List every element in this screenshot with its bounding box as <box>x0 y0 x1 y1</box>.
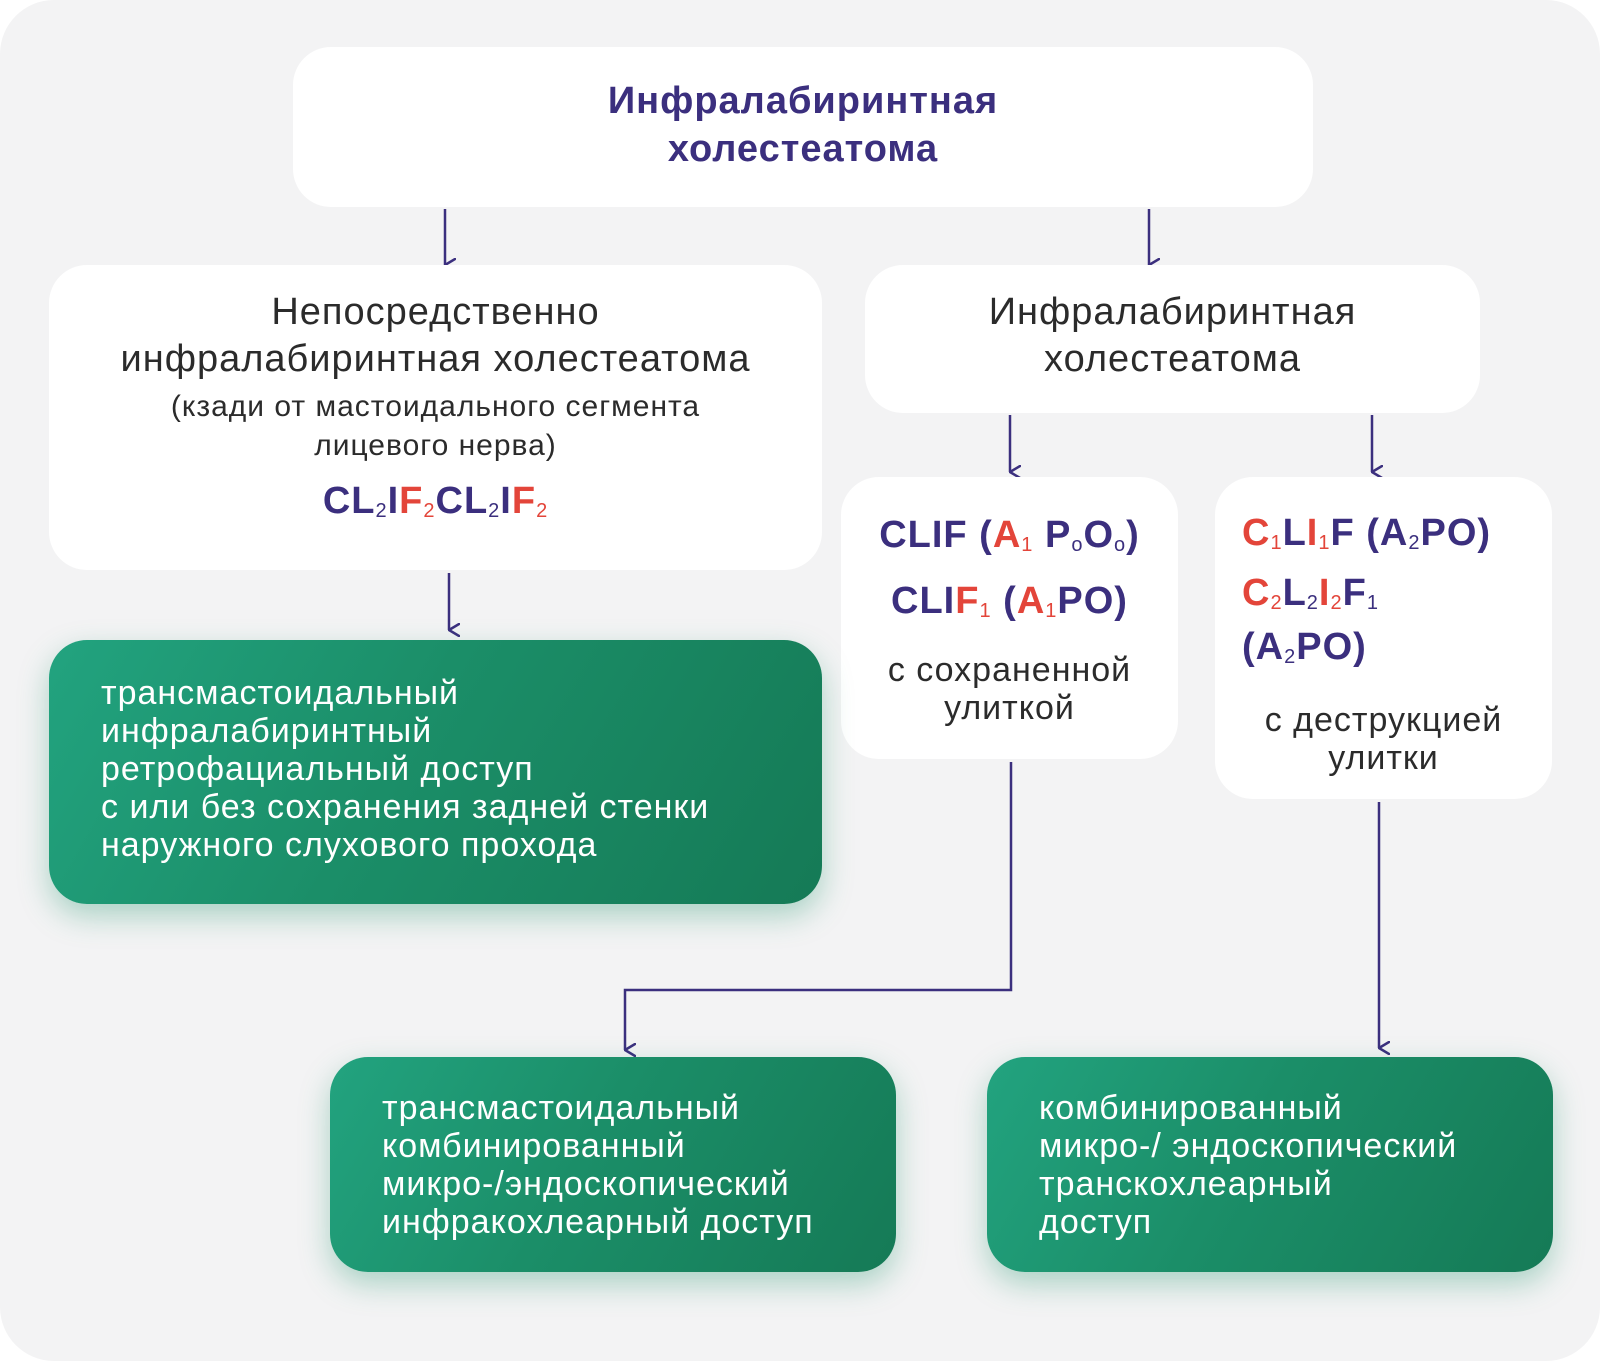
code-subscript: o <box>1114 534 1127 556</box>
code-subscript: 2 <box>1306 592 1319 614</box>
code-segment: F (A <box>1330 512 1409 554</box>
approach-left-line-4: с или без сохранения задней стенки <box>101 788 710 826</box>
code-subscript: 2 <box>1284 646 1297 668</box>
approach-left-line-3: ретрофациальный доступ <box>101 750 534 788</box>
code-segment: PO) <box>1420 512 1492 554</box>
code-segment: CL <box>322 480 376 522</box>
approach-middle-line-4: инфракохлеарный доступ <box>382 1203 814 1241</box>
title-line-1: Инфралабиринтная <box>607 80 999 122</box>
code-segment: PO) <box>1296 626 1367 668</box>
code-subscript: o <box>1071 534 1084 556</box>
preserved-code-2: CLIF1 (A1PO) <box>841 571 1178 637</box>
code-subscript: 2 <box>375 500 388 522</box>
code-subscript: 2 <box>488 500 501 522</box>
code-subscript: 2 <box>1408 532 1421 554</box>
approach-right-line-4: доступ <box>1039 1203 1153 1241</box>
code-subscript: 1 <box>1045 600 1058 622</box>
title-box: Инфралабиринтная холестеатома <box>293 47 1313 207</box>
destroyed-desc-line-1: с деструкцией <box>1264 701 1503 739</box>
code-segment: C <box>1242 572 1271 614</box>
code-subscript: 2 <box>536 500 549 522</box>
left-note: (кзади от мастоидального сегмента лицево… <box>49 387 822 465</box>
code-subscript: 2 <box>1330 592 1343 614</box>
left-heading-line-2: инфралабиринтная холестеатома <box>120 338 751 380</box>
code-segment: L <box>1282 572 1307 614</box>
preserved-cochlea-box: CLIF (A1 PoOo) CLIF1 (A1PO) с сохраненно… <box>841 477 1178 759</box>
code-segment: I <box>387 480 400 522</box>
destroyed-codes: C1LI1F (A2PO) C2L2I2F1 (A2PO) <box>1242 505 1552 675</box>
code-segment: PO) <box>1057 580 1128 622</box>
arrow-preserved-to-middle-approach <box>623 762 1013 1050</box>
approach-retrofacial-box: трансмастоидальный инфралабиринтный ретр… <box>49 640 822 904</box>
code-segment: I <box>500 480 512 522</box>
preserved-desc-line-1: с сохраненной <box>887 651 1132 689</box>
destroyed-desc-line-2: улитки <box>1328 739 1439 777</box>
approach-right-line-3: транскохлеарный <box>1039 1165 1333 1203</box>
destroyed-description: с деструкцией улитки <box>1215 701 1552 777</box>
code-segment: I <box>1306 512 1319 554</box>
approach-left-line-2: инфралабиринтный <box>101 712 433 750</box>
code-subscript: 1 <box>1270 532 1283 554</box>
code-segment: L <box>1282 512 1307 554</box>
approach-left-line-1: трансмастоидальный <box>101 674 460 712</box>
destroyed-code-2: C2L2I2F1 <box>1242 567 1552 625</box>
title-line-2: холестеатома <box>667 128 939 170</box>
right-heading-line-1: Инфралабиринтная <box>988 291 1357 333</box>
approach-left-line-5: наружного слухового прохода <box>101 826 598 864</box>
left-heading: Непосредственно инфралабиринтная холесте… <box>49 289 822 383</box>
right-heading: Инфралабиринтная холестеатома <box>865 289 1480 383</box>
code-segment: I <box>1318 572 1331 614</box>
left-note-line-1: (кзади от мастоидального сегмента <box>170 390 701 423</box>
preserved-description: с сохраненной улиткой <box>841 651 1178 727</box>
code-segment: P <box>1033 514 1072 556</box>
approach-middle-line-3: микро-/эндоскопический <box>382 1165 790 1203</box>
destroyed-code-3: (A2PO) <box>1242 625 1552 675</box>
page-title: Инфралабиринтная холестеатома <box>293 77 1313 173</box>
code-segment: F <box>1342 572 1367 614</box>
left-code-line: CL2IF2CL2IF2 <box>49 479 822 529</box>
code-subscript: 2 <box>423 500 436 522</box>
infralabyrinthine-box: Инфралабиринтная холестеатома <box>865 265 1480 413</box>
code-segment: ) <box>1126 514 1140 556</box>
code-subscript: 1 <box>1366 592 1379 614</box>
approach-infracochlear-box: трансмастоидальный комбинированный микро… <box>330 1057 896 1272</box>
code-segment: CLI <box>891 580 956 622</box>
approach-transcochlear-box: комбинированный микро-/ эндоскопический … <box>987 1057 1553 1272</box>
code-segment: A <box>1016 580 1046 622</box>
code-segment: (A <box>1242 626 1285 668</box>
approach-right-line-2: микро-/ эндоскопический <box>1039 1127 1458 1165</box>
code-segment: F <box>511 480 537 522</box>
code-segment: F <box>399 480 424 522</box>
code-subscript: 1 <box>1021 534 1034 556</box>
code-segment: CL <box>435 480 489 522</box>
preserved-desc-line-2: улиткой <box>944 689 1075 727</box>
code-segment: O <box>1083 514 1115 556</box>
approach-right-line-1: комбинированный <box>1039 1089 1343 1127</box>
destroyed-code-1: C1LI1F (A2PO) <box>1242 505 1552 567</box>
approach-middle-line-2: комбинированный <box>382 1127 686 1165</box>
code-segment: ( <box>991 580 1017 622</box>
direct-infralabyrinthine-box: Непосредственно инфралабиринтная холесте… <box>49 265 822 570</box>
code-subscript: 1 <box>979 600 992 622</box>
approach-middle-line-1: трансмастоидальный <box>382 1089 741 1127</box>
preserved-code-1: CLIF (A1 PoOo) <box>841 505 1178 571</box>
preserved-codes: CLIF (A1 PoOo) CLIF1 (A1PO) <box>841 505 1178 637</box>
left-classification-code: CL2IF2CL2IF2 <box>49 479 822 529</box>
code-subscript: 1 <box>1318 532 1331 554</box>
left-heading-line-1: Непосредственно <box>271 291 600 333</box>
code-segment: CLIF ( <box>879 514 993 556</box>
code-segment: C <box>1242 512 1271 554</box>
destroyed-cochlea-box: C1LI1F (A2PO) C2L2I2F1 (A2PO) с деструкц… <box>1215 477 1552 799</box>
code-segment: A <box>992 514 1022 556</box>
right-heading-line-2: холестеатома <box>1044 338 1301 380</box>
code-segment: F <box>955 580 980 622</box>
left-note-line-2: лицевого нерва) <box>314 429 557 462</box>
code-subscript: 2 <box>1270 592 1283 614</box>
